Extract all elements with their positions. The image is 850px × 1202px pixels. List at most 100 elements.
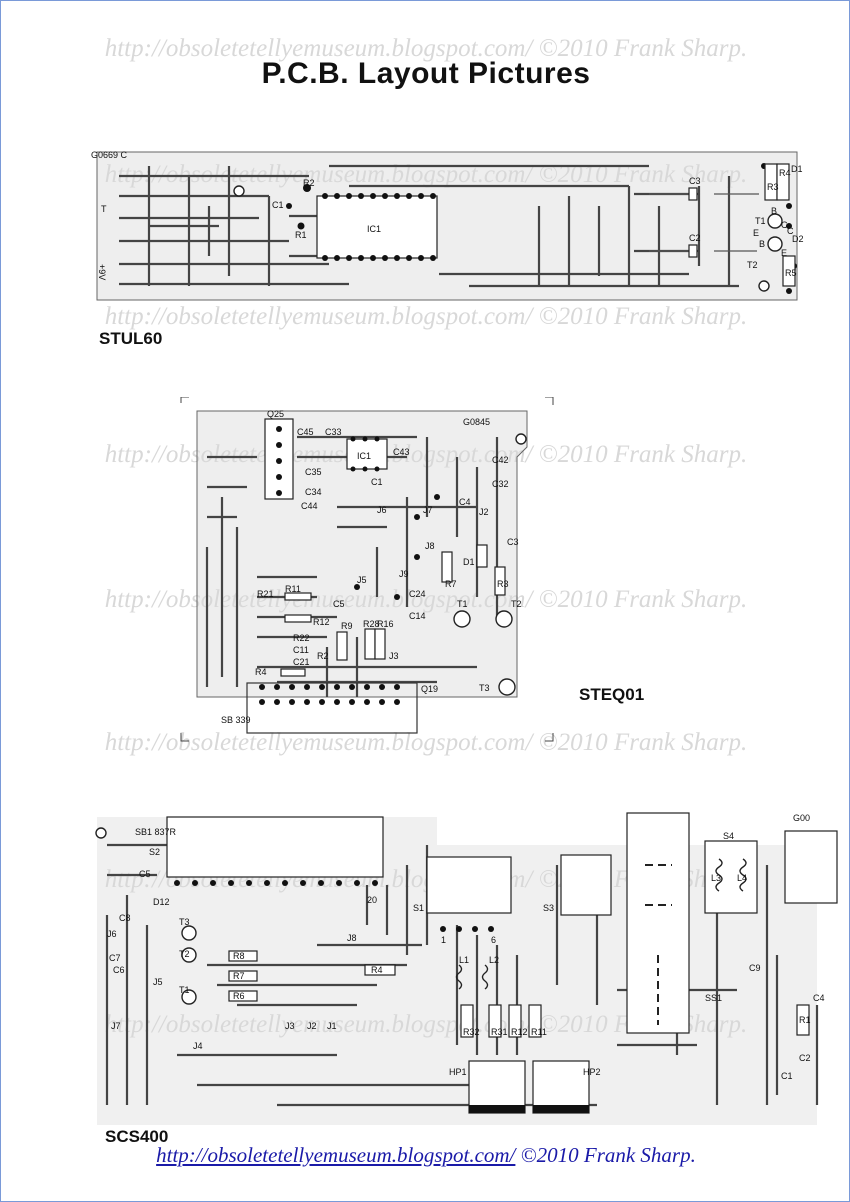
component-label: J7	[111, 1021, 121, 1031]
component-label: C1	[781, 1071, 793, 1081]
component-label: C14	[409, 611, 426, 621]
component-label: T3	[179, 917, 190, 927]
component-label: R1	[295, 230, 307, 240]
component-label: J9	[399, 569, 409, 579]
component-label: D12	[153, 897, 170, 907]
component-label: C9	[749, 963, 761, 973]
watermark-text: http://obsoletetellyemuseum.blogspot.com…	[104, 303, 748, 330]
component-label: R3	[767, 182, 779, 192]
component-label: J3	[285, 1021, 295, 1031]
component-label: L1	[459, 955, 469, 965]
component-label: T1	[755, 216, 766, 226]
component-label: R28	[363, 619, 380, 629]
steq01-ref-label: SB 339	[221, 715, 251, 725]
component-label: J8	[425, 541, 435, 551]
component-label: R4	[371, 965, 383, 975]
page-title: P.C.B. Layout Pictures	[261, 57, 591, 90]
component-label: R12	[511, 1027, 528, 1037]
component-label: R7	[445, 579, 457, 589]
component-label: R5	[785, 268, 797, 278]
component-label: E	[753, 228, 759, 238]
component-label: C6	[113, 965, 125, 975]
component-label: R3	[497, 579, 509, 589]
component-label: D1	[791, 164, 803, 174]
component-label: E	[781, 248, 787, 258]
component-label: R7	[233, 971, 245, 981]
component-label: C42	[492, 455, 509, 465]
component-label: R6	[233, 991, 245, 1001]
component-label: C24	[409, 589, 426, 599]
stul60-supply-label: +9V	[97, 264, 107, 280]
component-label: J5	[357, 575, 367, 585]
component-label: T1	[179, 985, 190, 995]
component-label: T3	[479, 683, 490, 693]
component-label: 20	[367, 895, 377, 905]
component-label: J2	[479, 507, 489, 517]
stul60-board-name: STUL60	[99, 329, 163, 348]
component-label: C2	[689, 233, 701, 243]
component-label: B	[759, 239, 765, 249]
steq01-socket-label: Q25	[267, 409, 284, 419]
steq01-pcb-diagram: G0845 Q19 Q25 SB 339 C45 C33 IC1 C43 C35…	[180, 397, 554, 742]
component-label: C5	[139, 869, 151, 879]
component-label: L3	[711, 873, 721, 883]
ic1-chip	[316, 195, 438, 259]
blog-link[interactable]: http://obsoletetellyemuseum.blogspot.com…	[156, 1143, 516, 1167]
component-label: J1	[327, 1021, 337, 1031]
component-label: C3	[507, 537, 519, 547]
component-label: R4	[255, 667, 267, 677]
component-label: S3	[543, 903, 554, 913]
steq01-connector-label: Q19	[421, 684, 438, 694]
component-label: L2	[489, 955, 499, 965]
component-label: L4	[737, 873, 747, 883]
scs400-ref-label: SB1 837R	[135, 827, 177, 837]
component-label: C32	[492, 479, 509, 489]
stul60-board-code: G0669 C	[91, 150, 128, 160]
component-label: D2	[792, 234, 804, 244]
component-label: T2	[747, 260, 758, 270]
component-label: R21	[257, 589, 274, 599]
footer-copyright: ©2010 Frank Sharp.	[520, 1143, 696, 1167]
stul60-pcb-diagram: G0669 C +9V C1 R2 R1 IC1 C3 C2 R4 R3 D1 …	[91, 150, 804, 301]
component-label: R31	[491, 1027, 508, 1037]
component-label: S4	[723, 831, 734, 841]
component-label: R12	[313, 617, 330, 627]
component-label: T2	[179, 949, 190, 959]
component-label: D1	[463, 557, 475, 567]
component-label: R2	[317, 651, 329, 661]
component-label: C11	[293, 645, 309, 655]
component-label: R1	[799, 1015, 811, 1025]
component-label: R8	[233, 951, 245, 961]
component-label: C4	[459, 497, 471, 507]
component-label: 6	[491, 935, 496, 945]
component-label: S1	[413, 903, 424, 913]
component-label: J7	[423, 505, 433, 515]
component-label: C33	[325, 427, 342, 437]
component-label: IC1	[367, 224, 381, 234]
component-label: C1	[272, 200, 284, 210]
component-label: T2	[511, 599, 522, 609]
component-label: C3	[689, 176, 701, 186]
component-label: J5	[153, 977, 163, 987]
component-label: C43	[393, 447, 410, 457]
component-label: C45	[297, 427, 314, 437]
component-label: J6	[107, 929, 117, 939]
component-label: R11	[285, 584, 301, 594]
component-label: J6	[377, 505, 387, 515]
component-label: C	[781, 220, 788, 230]
component-label: C4	[813, 993, 825, 1003]
component-label: C2	[799, 1053, 811, 1063]
component-label: C34	[305, 487, 322, 497]
component-label: S2	[149, 847, 160, 857]
component-label: R11	[531, 1027, 547, 1037]
component-label: HP1	[449, 1067, 467, 1077]
component-label: IC1	[357, 451, 371, 461]
component-label: C35	[305, 467, 322, 477]
scs400-pcb-diagram: G00 SB1 837R S2 C5 D12 C8 T3 J6 C7 C6 T2…	[95, 812, 838, 1125]
component-label: B	[771, 206, 777, 216]
component-label: R22	[293, 633, 310, 643]
component-label: C5	[333, 599, 345, 609]
component-label: C	[787, 226, 794, 236]
scs400-board-code: G00	[793, 813, 810, 823]
footer-credit: http://obsoletetellyemuseum.blogspot.com…	[1, 1143, 850, 1168]
